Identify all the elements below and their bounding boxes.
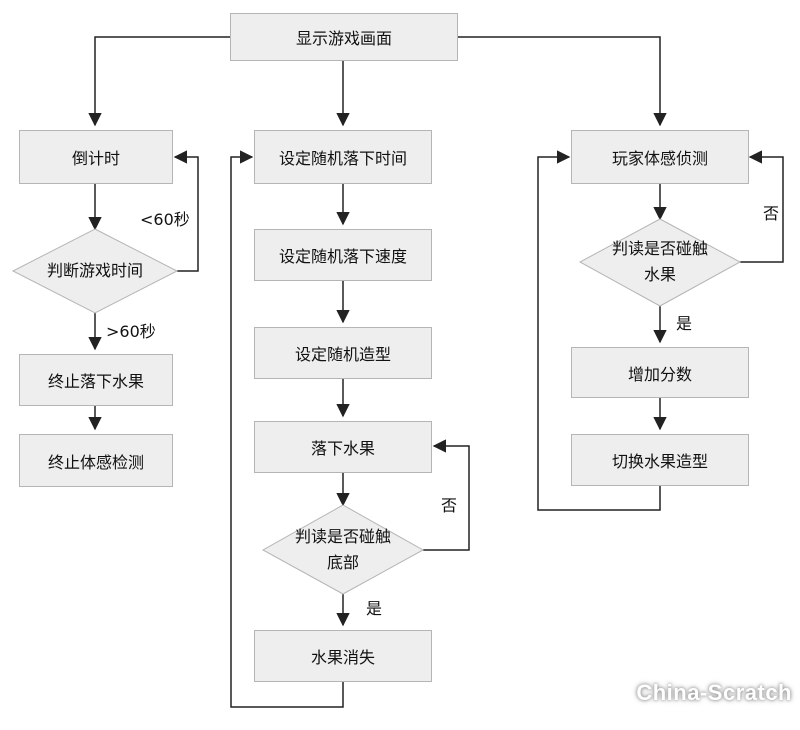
arrow-start-to-player — [458, 36, 667, 127]
label-no-right: 否 — [763, 204, 780, 223]
label-no-mid: 否 — [441, 496, 458, 515]
node-judge-bottom: 判读是否碰触 底部 — [263, 524, 423, 576]
label-gt60: >60秒 — [106, 322, 156, 341]
node-judge-fruit-line2: 水果 — [643, 265, 676, 284]
node-set-shape: 设定随机造型 — [254, 327, 432, 379]
label-yes-right: 是 — [676, 314, 693, 333]
node-judge-fruit: 判读是否碰触 水果 — [580, 236, 740, 288]
arrow-judge-loop-countdown — [173, 150, 199, 272]
node-judge-time: 判断游戏时间 — [46, 261, 143, 280]
node-countdown: 倒计时 — [19, 130, 173, 184]
node-set-time: 设定随机落下时间 — [254, 130, 432, 184]
label-yes-mid: 是 — [366, 599, 383, 618]
diamond-judge-fruit — [578, 218, 742, 307]
node-judge-fruit-line1: 判读是否碰触 — [611, 239, 708, 258]
node-judge-bottom-line2: 底部 — [326, 553, 359, 572]
diamond-judge-time — [11, 228, 179, 314]
node-fruit-vanish: 水果消失 — [254, 630, 432, 682]
node-start: 显示游戏画面 — [230, 13, 458, 61]
diamond-judge-bottom — [261, 504, 425, 595]
arrow-judge-loop-player — [740, 150, 784, 263]
arrow-judge-loop-fall — [423, 439, 470, 551]
node-stop-sense: 终止体感检测 — [19, 434, 173, 487]
node-fall-fruit: 落下水果 — [254, 421, 432, 473]
arrow-switch-loop-player — [537, 150, 661, 511]
node-player-sense: 玩家体感侦测 — [571, 130, 749, 184]
watermark: China-Scratch — [636, 680, 792, 705]
arrow-vanish-loop-settime — [230, 150, 344, 708]
node-stop-fall: 终止落下水果 — [19, 354, 173, 406]
label-lt60: <60秒 — [140, 210, 190, 229]
arrow-start-to-countdown — [88, 36, 230, 127]
node-add-score: 增加分数 — [571, 347, 749, 398]
node-set-speed: 设定随机落下速度 — [254, 229, 432, 281]
node-judge-bottom-line1: 判读是否碰触 — [294, 527, 391, 546]
node-switch-shape: 切换水果造型 — [571, 434, 749, 486]
